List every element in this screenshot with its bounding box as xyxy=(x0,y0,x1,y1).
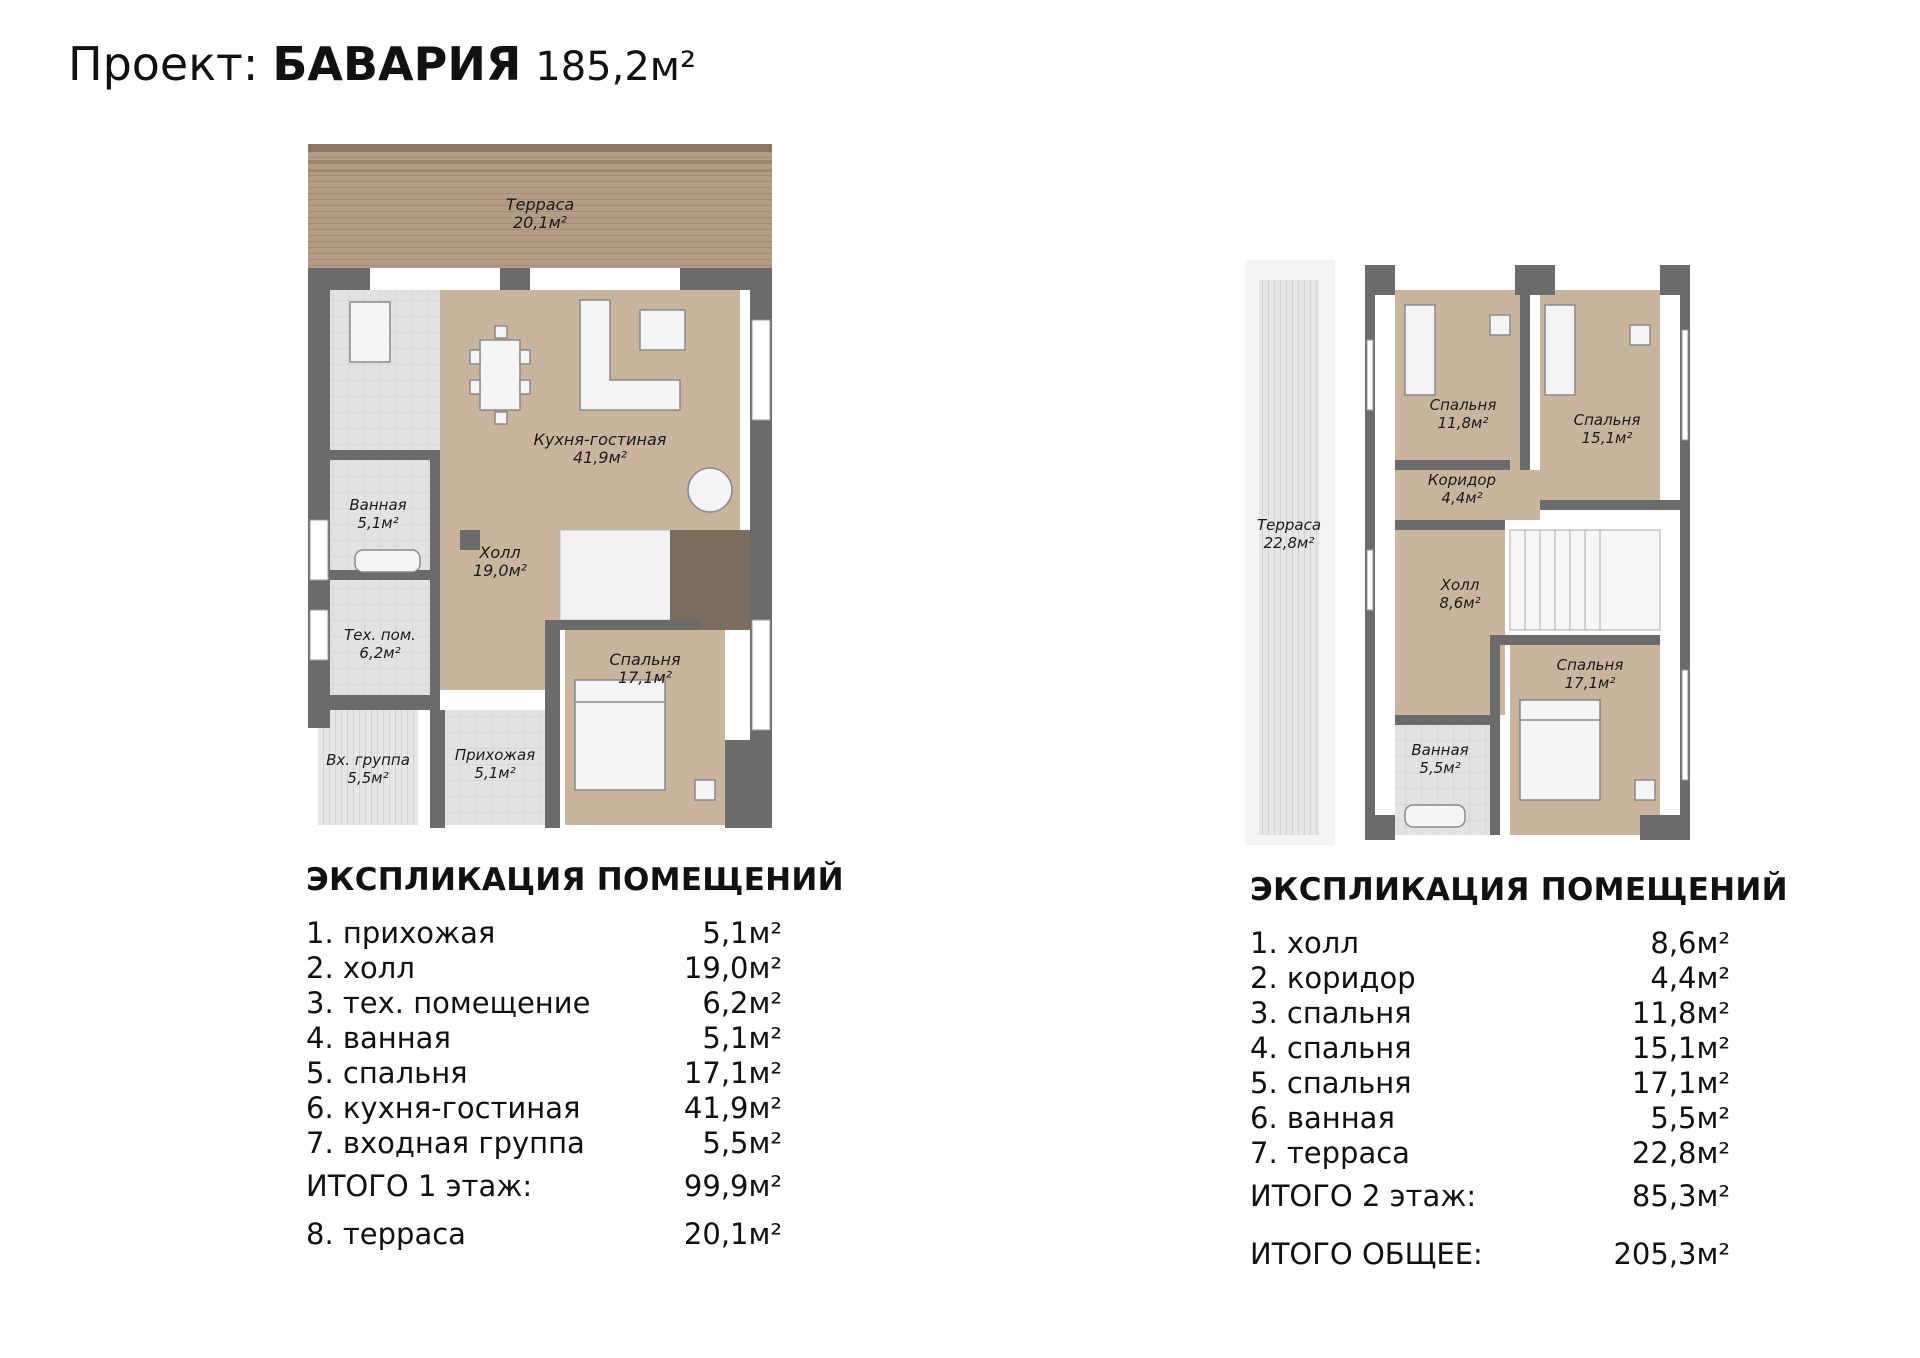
room-area: 8,6м² xyxy=(1439,594,1480,612)
floor1-windows xyxy=(309,319,771,731)
project-area: 185,2м² xyxy=(535,44,697,90)
room-name: Спальня xyxy=(609,650,681,669)
floor-wood-corridor xyxy=(1395,470,1540,520)
floor-wood-hall xyxy=(1395,530,1505,715)
explication-heading: ЭКСПЛИКАЦИЯ ПОМЕЩЕНИЙ xyxy=(306,862,844,898)
project-name: БАВАРИЯ xyxy=(272,37,522,91)
room-name: Кухня-гостиная xyxy=(534,430,667,449)
floor2-furniture xyxy=(1404,304,1656,828)
room-name: Тех. пом. xyxy=(344,626,416,644)
room-name: Ванная xyxy=(349,496,406,514)
floor2-plan: Спальня 11,8м² Спальня 15,1м² Коридор 4,… xyxy=(1245,260,1690,845)
floor2-total: ИТОГО 2 этаж:85,3м² xyxy=(1250,1179,1730,1213)
floor-tile-tech xyxy=(330,580,438,695)
room-area: 17,1м² xyxy=(618,668,673,687)
page-title: Проект:БАВАРИЯ 185,2м² xyxy=(68,36,696,95)
room-name: Терраса xyxy=(506,195,574,214)
room-area: 19,0м² xyxy=(473,561,528,580)
floor2-windows xyxy=(1366,329,1689,781)
room-area: 4,4м² xyxy=(1441,489,1482,507)
floor1-furniture xyxy=(349,299,733,801)
terrace-deck xyxy=(1259,280,1319,835)
grand-total: ИТОГО ОБЩЕЕ:205,3м² xyxy=(1250,1237,1730,1271)
floor1-total: ИТОГО 1 этаж:99,9м² xyxy=(306,1169,782,1203)
floor1-room-labels: Терраса 20,1м² Кухня-гостиная 41,9м² Ван… xyxy=(326,195,681,787)
room-area: 5,5м² xyxy=(1419,759,1460,777)
room-name: Холл xyxy=(478,543,520,562)
room-name: Спальня xyxy=(1430,396,1497,414)
explication-heading: ЭКСПЛИКАЦИЯ ПОМЕЩЕНИЙ xyxy=(1250,872,1788,908)
room-name: Холл xyxy=(1440,576,1480,594)
room-name: Коридор xyxy=(1428,471,1496,489)
room-area: 5,5м² xyxy=(347,769,388,787)
floor-wood-hall xyxy=(440,440,560,690)
room-name: Терраса xyxy=(1257,516,1321,534)
room-area: 17,1м² xyxy=(1565,674,1616,692)
room-area: 5,1м² xyxy=(474,764,515,782)
room-area: 41,9м² xyxy=(573,448,628,467)
title-prefix: Проект: xyxy=(68,37,259,91)
floor-tile-entry xyxy=(318,710,418,825)
room-area: 15,1м² xyxy=(1582,429,1633,447)
room-area: 20,1м² xyxy=(513,213,568,232)
room-area: 6,2м² xyxy=(359,644,400,662)
floor1-plan: Терраса 20,1м² Кухня-гостиная 41,9м² Ван… xyxy=(308,144,772,828)
room-name: Вх. группа xyxy=(326,751,410,769)
room-area: 11,8м² xyxy=(1438,414,1489,432)
room-area: 5,1м² xyxy=(357,514,398,532)
room-name: Ванная xyxy=(1411,741,1468,759)
room-name: Спальня xyxy=(1574,411,1641,429)
floor2-room-labels: Спальня 11,8м² Спальня 15,1м² Коридор 4,… xyxy=(1257,396,1640,777)
room-area: 22,8м² xyxy=(1264,534,1315,552)
floor-tile-hallway xyxy=(445,710,545,825)
room-name: Прихожая xyxy=(455,746,535,764)
terrace-deck xyxy=(308,144,772,268)
room-name: Спальня xyxy=(1557,656,1624,674)
